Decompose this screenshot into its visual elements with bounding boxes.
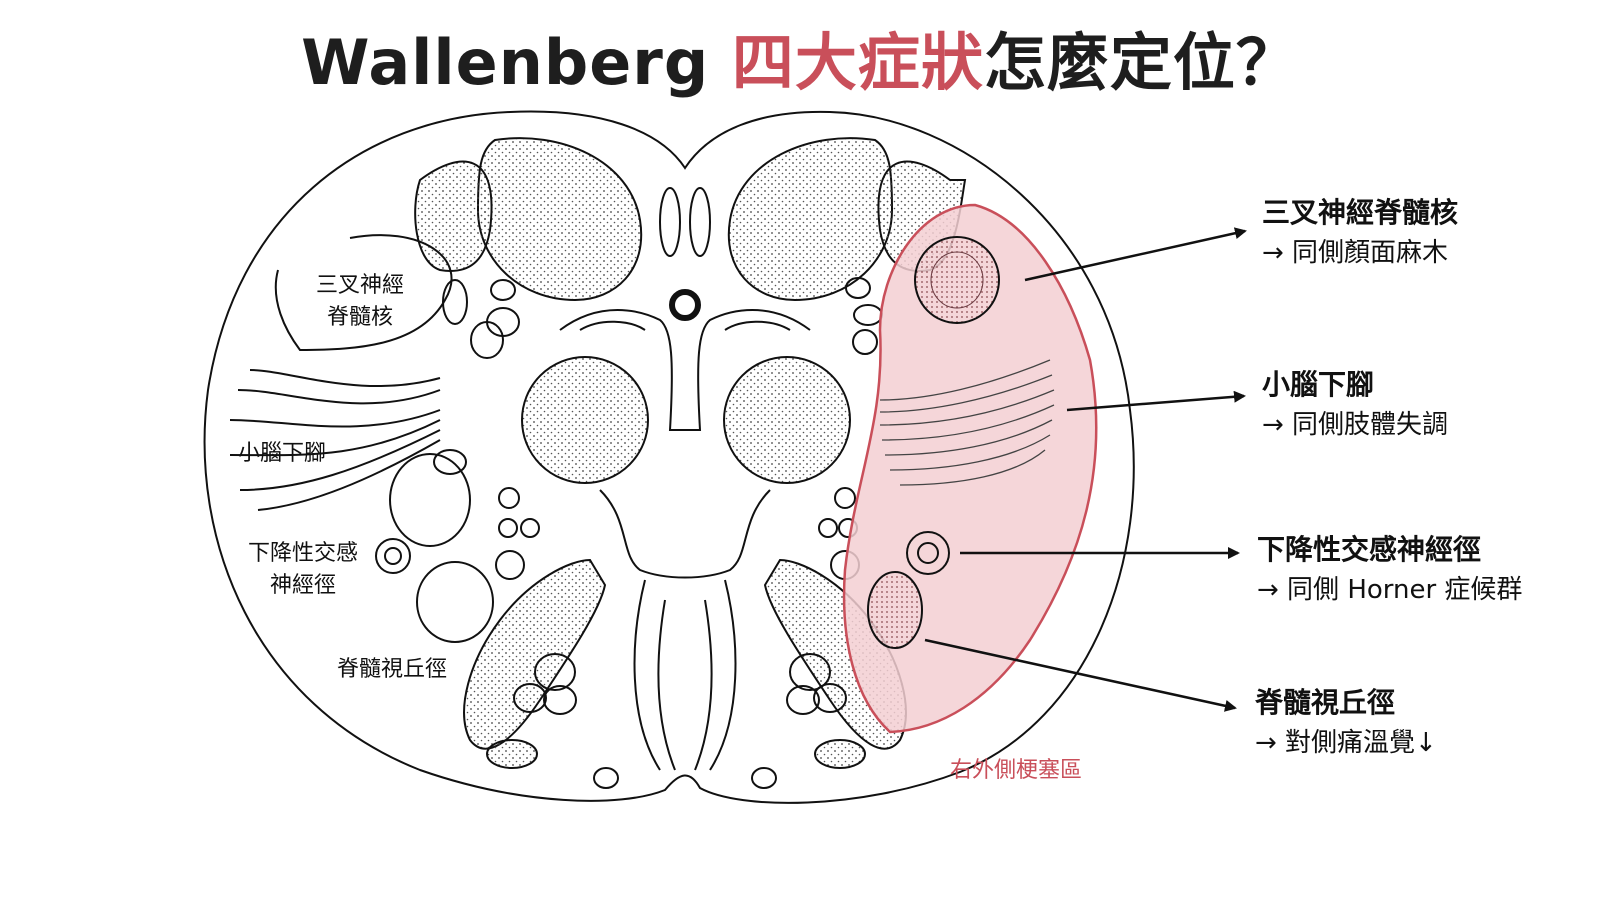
label-cerebellar-left: 小腦下腳 [237,441,326,466]
right-label-effect: → 同側顏面麻木 [1262,238,1449,268]
pyramid-left [463,558,607,750]
arrow-trigeminal [1024,227,1247,282]
gracile-nucleus-left [476,137,643,302]
title-highlight: 四大症狀 [731,26,984,99]
label-trigeminal-line2: 脊髓核 [326,305,393,330]
right-label-trigeminal: 三叉神經脊髓核 → 同側顏面麻木 [1262,193,1458,273]
infarct-label: 右外側梗塞區 [950,758,1083,783]
right-label-effect: → 同側 Horner 症候群 [1257,575,1523,605]
right-label-spinothalamic: 脊髓視丘徑 → 對側痛溫覺↓ [1255,683,1437,763]
trigeminal-nucleus-right [914,236,1000,324]
gracile-nucleus-right [727,137,894,302]
spinothalamic-tract-right [867,571,923,649]
right-label-name: 三叉神經脊髓核 [1262,196,1459,229]
central-canal [669,289,701,321]
label-sympathetic-line1: 下降性交感 [247,541,358,566]
label-spinothalamic-left: 脊髓視丘徑 [336,657,447,682]
medulla-outline [203,110,1135,804]
label-trigeminal-left: 三叉神經 脊髓核 [300,270,420,334]
right-label-cerebellar: 小腦下腳 → 同側肢體失調 [1262,365,1448,445]
label-sympathetic-left: 下降性交感 神經徑 [238,538,368,602]
right-label-effect: → 對側痛溫覺↓ [1255,728,1437,758]
right-label-sympathetic: 下降性交感神經徑 → 同側 Horner 症候群 [1257,530,1522,610]
label-sympathetic-line2: 神經徑 [269,573,336,598]
page-title: Wallenberg 四大症狀怎麼定位？ [0,12,1600,102]
arrow-cerebellar [1066,390,1246,412]
sympathetic-tract-right [906,531,950,575]
nucleus-left [521,356,649,484]
arrow-spinothalamic [924,638,1237,712]
right-label-name: 小腦下腳 [1262,368,1375,401]
label-trigeminal-line1: 三叉神經 [315,273,404,298]
cuneate-left [414,160,493,272]
right-label-name: 下降性交感神經徑 [1257,533,1482,566]
title-part2: 怎麼定位？ [983,26,1299,99]
nucleus-right [723,356,851,484]
title-part1: Wallenberg [301,26,732,99]
right-label-name: 脊髓視丘徑 [1255,686,1396,719]
right-label-effect: → 同側肢體失調 [1262,410,1449,440]
